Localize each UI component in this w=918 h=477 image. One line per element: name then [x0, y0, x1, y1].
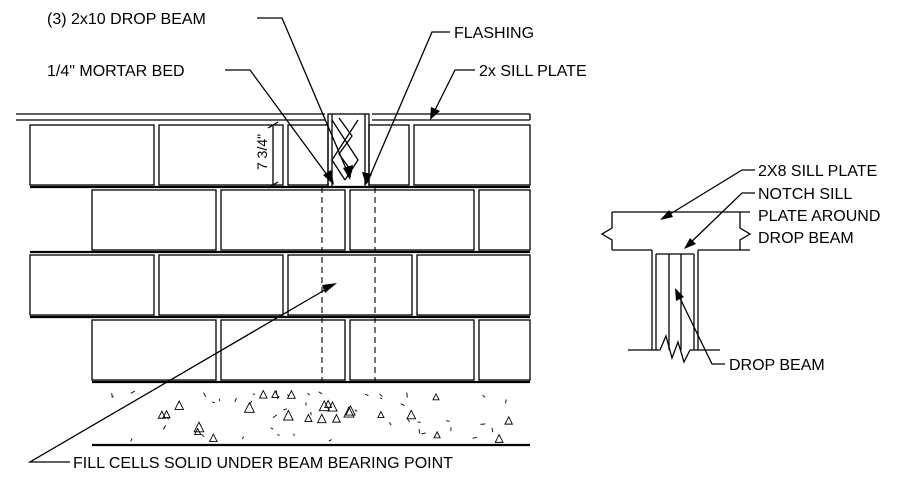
aggregate-mark — [327, 400, 338, 412]
label-notch-line2: PLATE AROUND — [758, 208, 880, 225]
leader-sill-plate-2x8 — [660, 169, 755, 220]
label-sill-plate-2x8: 2X8 SILL PLATE — [758, 163, 877, 180]
aggregate-mark — [316, 413, 327, 424]
aggregate-mark — [286, 389, 296, 399]
aggregate-mark — [270, 427, 274, 430]
aggregate-mark — [304, 413, 313, 422]
aggregate-mark — [494, 433, 504, 443]
block-course-4 — [91, 319, 531, 384]
leader-drop-beam-triple — [257, 17, 353, 180]
aggregate-mark — [504, 415, 514, 425]
aggregate-mark — [389, 422, 392, 426]
leader-sill-plate-2x — [430, 69, 475, 120]
aggregate-mark — [377, 410, 385, 419]
aggregate-mark — [283, 408, 287, 411]
aggregate-mark — [354, 409, 358, 412]
aggregate-mark — [174, 399, 185, 410]
concrete-footing — [92, 389, 530, 447]
aggregate-mark — [193, 421, 205, 433]
aggregate-mark — [432, 392, 440, 401]
aggregate-mark — [162, 409, 171, 419]
aggregate-mark — [407, 419, 410, 423]
label-drop-beam-triple: (3) 2x10 DROP BEAM — [47, 11, 206, 28]
label-fill-cells: FILL CELLS SOLID UNDER BEAM BEARING POIN… — [73, 455, 453, 472]
aggregate-mark — [406, 409, 417, 420]
aggregate-mark — [323, 399, 333, 408]
aggregate-mark — [421, 432, 426, 435]
aggregate-mark — [331, 413, 341, 423]
aggregate-mark — [491, 427, 494, 433]
aggregate-mark — [130, 390, 135, 394]
sill-plate-elevation — [16, 113, 531, 121]
leader-drop-beam — [675, 288, 725, 365]
aggregate-mark — [472, 436, 477, 439]
aggregate-mark — [243, 401, 256, 413]
aggregate-mark — [208, 433, 218, 442]
aggregate-mark — [277, 434, 280, 436]
aggregate-mark — [365, 393, 369, 396]
aggregate-mark — [157, 410, 167, 419]
label-flashing: FLASHING — [454, 25, 534, 42]
leader-flashing — [362, 31, 450, 185]
aggregate-mark — [163, 425, 167, 430]
aggregate-mark — [111, 395, 114, 398]
aggregate-mark — [345, 404, 356, 416]
aggregate-mark — [406, 392, 408, 398]
aggregate-mark — [252, 393, 255, 395]
block-course-2 — [30, 189, 531, 254]
aggregate-mark — [505, 399, 507, 404]
aggregate-mark — [318, 391, 323, 395]
label-sill-plate-2x: 2x SILL PLATE — [479, 63, 587, 80]
aggregate-mark — [272, 414, 277, 419]
drop-beam-section — [628, 250, 720, 364]
aggregate-mark — [418, 429, 421, 434]
aggregate-mark — [379, 397, 383, 400]
aggregate-mark — [379, 393, 383, 397]
aggregate-mark — [249, 400, 253, 405]
block-course-1 — [29, 124, 531, 189]
aggregate-mark — [282, 409, 294, 421]
label-notch-line3: DROP BEAM — [758, 230, 854, 247]
label-mortar-bed: 1/4" MORTAR BED — [47, 63, 185, 80]
label-drop-beam: DROP BEAM — [729, 357, 825, 374]
aggregate-mark — [307, 392, 310, 396]
aggregate-mark — [433, 430, 441, 439]
leader-notch-sill — [684, 192, 755, 249]
leader-fill-cells — [27, 283, 337, 463]
label-notch-line1: NOTCH SILL — [758, 186, 852, 203]
filled-cell-lines — [321, 187, 376, 385]
aggregate-mark — [130, 438, 133, 442]
dimension-label: 7 3/4" — [254, 134, 270, 170]
aggregate-mark — [343, 406, 355, 418]
aggregate-mark — [328, 439, 332, 442]
sill-plate-section — [600, 211, 752, 251]
aggregate-mark — [258, 389, 268, 399]
aggregate-mark — [400, 403, 405, 406]
aggregate-mark — [111, 392, 113, 397]
aggregate-mark — [241, 436, 244, 440]
aggregate-mark — [201, 433, 205, 438]
leader-mortar-bed — [225, 69, 334, 185]
aggregate-mark — [234, 397, 237, 403]
block-course-3 — [29, 254, 531, 319]
dimension-7-3-4: 7 3/4" — [254, 121, 279, 189]
aggregate-mark — [446, 420, 450, 422]
aggregate-mark — [271, 390, 280, 399]
aggregate-mark — [318, 399, 330, 412]
aggregate-mark — [166, 417, 170, 420]
aggregate-mark — [287, 394, 290, 397]
aggregate-mark — [203, 392, 207, 398]
aggregate-mark — [310, 411, 312, 416]
aggregate-mark — [482, 394, 486, 398]
aggregate-mark — [212, 401, 215, 404]
